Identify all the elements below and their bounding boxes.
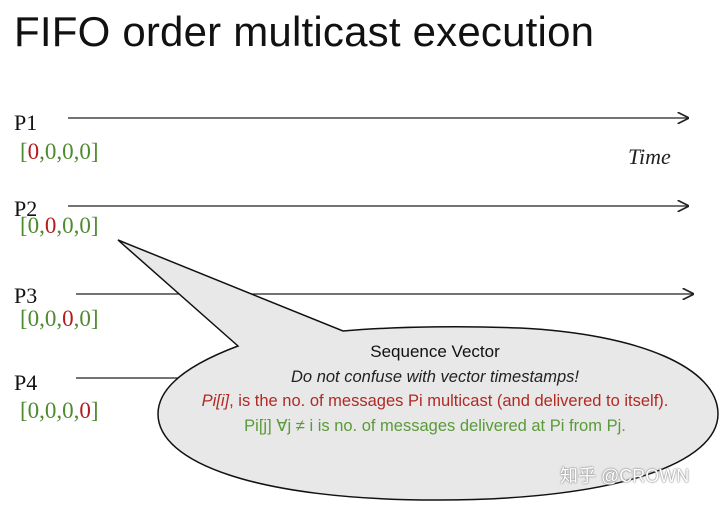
callout-bubble [117,239,719,501]
page-title: FIFO order multicast execution [14,8,595,55]
vector-entry: 0 [62,213,74,238]
vector-entry: 0 [79,213,91,238]
vector-entry: 0 [44,306,57,331]
process-label-p1: P1 [14,110,38,135]
callout-own-count: Pi[i], is the no. of messages Pi multica… [200,389,670,414]
callout-delivered-count: Pi[j] ∀j ≠ i is no. of messages delivere… [244,416,626,435]
watermark: 知乎 @CROWN [560,466,690,486]
vector-entry: 0 [62,398,74,423]
vector-entry: 0 [44,139,57,164]
callout-heading: Sequence Vector [370,342,500,361]
callout-own-count-desc: , is the no. of messages Pi multicast (a… [229,392,669,410]
time-label: Time [628,144,671,169]
callout-own-count-term: Pi[i] [201,392,230,410]
sequence-vector-p3: [0,0,0,0] [20,306,99,331]
vector-entry: 0 [27,306,40,331]
vector-entry: 0 [27,139,40,164]
vector-entry: 0 [27,398,40,423]
process-label-p3: P3 [14,283,38,308]
vector-entry: 0 [79,398,91,423]
process-label-p4: P4 [14,370,38,395]
vector-entry: 0 [79,306,91,331]
vector-entry: 0 [62,139,74,164]
process-label-p2: P2 [14,196,38,221]
vector-entry: 0 [27,213,40,238]
callout-warning: Do not confuse with vector timestamps! [291,367,579,386]
sequence-vector-p4: [0,0,0,0] [20,398,99,423]
sequence-vector-p2: [0,0,0,0] [20,213,99,238]
vector-entry: 0 [79,139,91,164]
vector-entry: 0 [44,213,57,238]
vector-entry: 0 [44,398,57,423]
callout-text: Sequence Vector Do not confuse with vect… [200,340,670,438]
vector-entry: 0 [62,306,74,331]
sequence-vector-p1: [0,0,0,0] [20,139,99,164]
